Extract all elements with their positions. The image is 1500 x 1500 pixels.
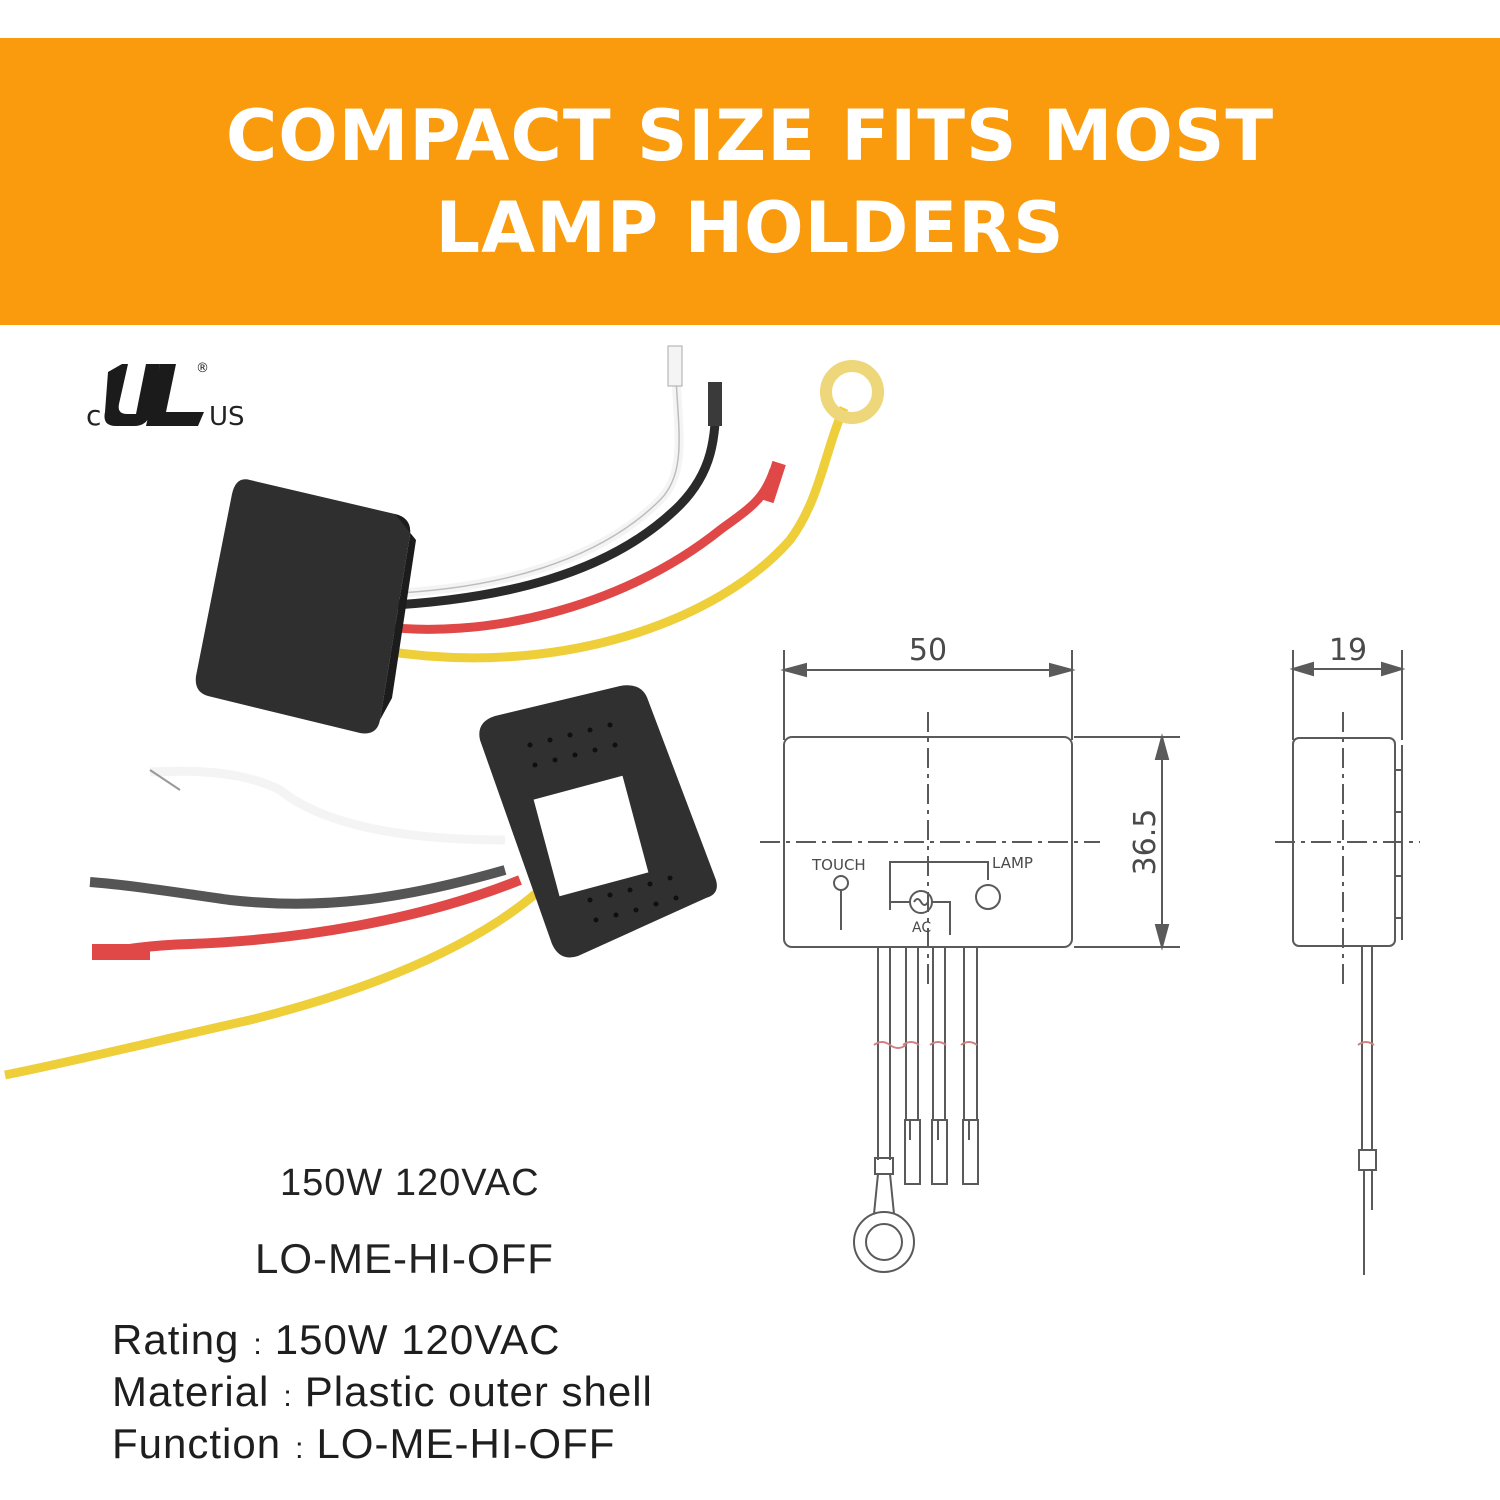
headline-banner: COMPACT SIZE FITS MOST LAMP HOLDERS — [0, 38, 1500, 325]
red-wire — [377, 468, 779, 634]
yellow-wire-2 — [4, 886, 543, 1080]
ring-crimp — [874, 1157, 894, 1175]
ac-label: AC — [912, 920, 931, 936]
red-wire-2-tip — [92, 944, 150, 960]
height-dim-label: 36.5 — [1128, 809, 1163, 876]
cert-us-letters: US — [209, 402, 245, 432]
switch-module-back-photo — [195, 345, 884, 734]
terminal-3 — [962, 1119, 979, 1185]
rating-caption: 150W 120VAC — [280, 1162, 540, 1204]
ul-l-shape — [146, 364, 204, 426]
spec-value: LO-ME-HI-OFF — [316, 1420, 616, 1467]
white-wire-2 — [149, 766, 506, 845]
spec-value: 150W 120VAC — [274, 1316, 561, 1363]
ul-u-shape — [104, 364, 160, 426]
drawing-labels: 50 19 36.5 TOUCH LAMP AC — [811, 633, 1367, 936]
terminal-2 — [931, 1119, 948, 1185]
ul-certification-logo: c US ® — [86, 361, 245, 432]
module-body — [195, 479, 411, 734]
headline-line-2: LAMP HOLDERS — [435, 186, 1065, 269]
ring-terminal-drawing — [853, 1211, 915, 1273]
lamp-icon — [975, 884, 1001, 910]
spec-list: Rating:150W 120VAC Material:Plastic oute… — [112, 1314, 653, 1470]
lamp-label: LAMP — [992, 854, 1033, 872]
yellow-wire — [377, 406, 849, 663]
spec-separator: : — [253, 1328, 263, 1361]
spec-row-material: Material: Plastic outer shell — [112, 1366, 653, 1418]
headline-line-1: COMPACT SIZE FITS MOST — [225, 94, 1275, 177]
spec-row-function: Function: LO-ME-HI-OFF — [112, 1418, 653, 1470]
black-wire-2 — [89, 865, 507, 909]
black-wire-tip — [708, 382, 722, 426]
ring-terminal — [820, 360, 884, 424]
registered-mark: ® — [196, 361, 209, 376]
module-window — [533, 775, 649, 897]
cert-c-letter: c — [86, 399, 101, 432]
technical-drawing-front — [760, 650, 1180, 1273]
break-marks — [873, 1041, 978, 1049]
spec-separator: : — [295, 1432, 305, 1465]
lamp-circuit-line — [889, 861, 989, 910]
width-dim-label: 50 — [909, 633, 947, 668]
switch-module-front-photo — [4, 685, 717, 1080]
side-outline — [1292, 737, 1396, 947]
touch-label: TOUCH — [811, 856, 866, 874]
spec-key: Material — [112, 1368, 270, 1415]
depth-dim-label: 19 — [1329, 633, 1367, 668]
terminal-1 — [904, 1119, 921, 1185]
technical-drawing-side — [1275, 650, 1420, 1275]
touch-pin-icon — [833, 875, 849, 891]
black-wire — [377, 391, 721, 611]
spec-separator: : — [283, 1380, 293, 1413]
spec-key: Rating — [112, 1316, 240, 1363]
vent-holes — [527, 722, 679, 923]
red-wire-tip — [760, 460, 786, 504]
function-caption: LO-ME-HI-OFF — [255, 1235, 554, 1282]
headline: COMPACT SIZE FITS MOST LAMP HOLDERS — [226, 90, 1274, 274]
spec-row-rating: Rating:150W 120VAC — [112, 1314, 653, 1366]
white-wire-tip — [667, 345, 683, 387]
spec-key: Function — [112, 1420, 282, 1467]
spec-value: Plastic outer shell — [304, 1368, 653, 1415]
white-wire — [377, 351, 684, 599]
